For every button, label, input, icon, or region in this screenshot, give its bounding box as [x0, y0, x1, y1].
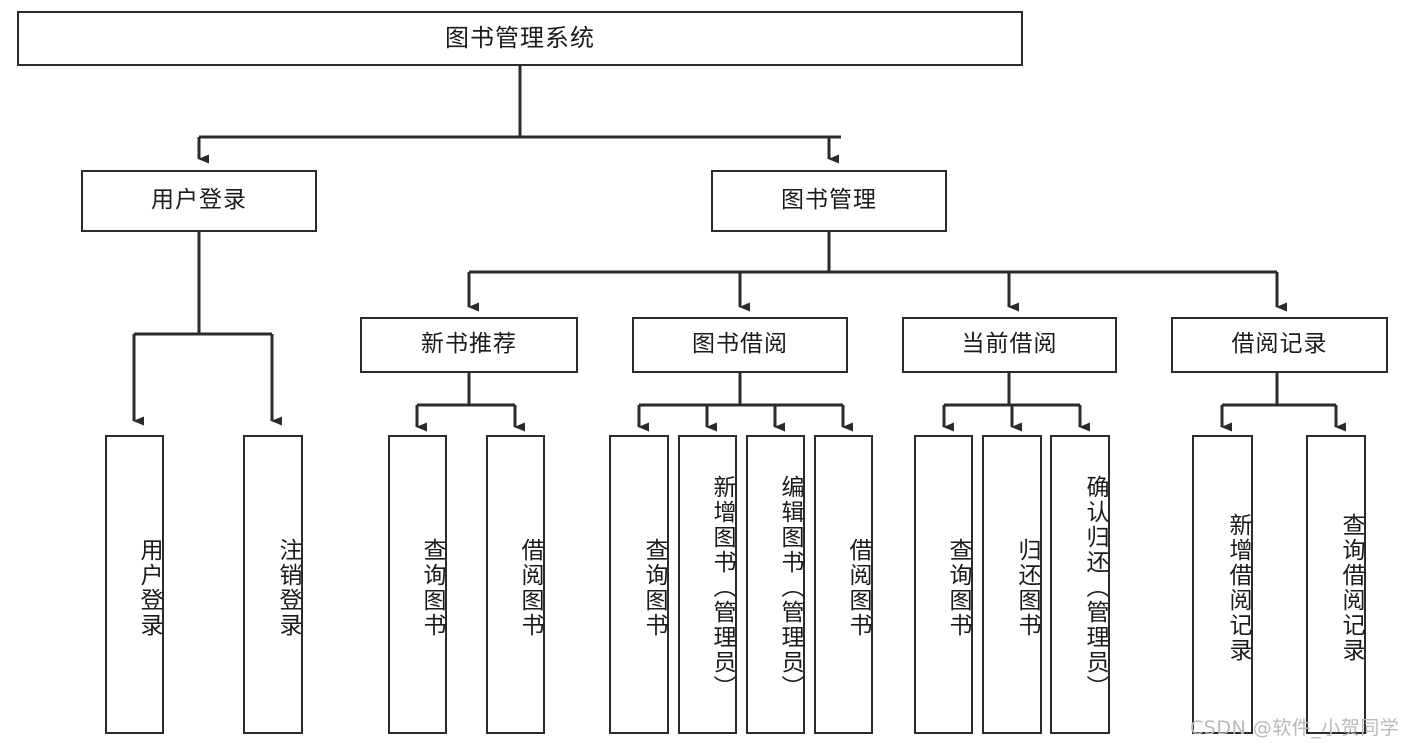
node-label: 归还图书: [1014, 537, 1040, 638]
node-new-book-recommend[interactable]: 新书推荐: [360, 317, 578, 373]
node-leaf-add-record[interactable]: 新增借阅记录: [1192, 435, 1253, 734]
node-label: 图书借阅: [692, 331, 788, 358]
node-leaf-borrow-book-1[interactable]: 借阅图书: [486, 435, 545, 734]
node-label: 查询借阅记录: [1338, 512, 1364, 663]
node-label: 确认归还（管理员）: [1082, 475, 1108, 700]
node-book-management[interactable]: 图书管理: [711, 170, 947, 232]
node-user-login[interactable]: 用户登录: [81, 170, 317, 232]
node-label: 当前借阅: [961, 331, 1058, 358]
node-label: 借阅记录: [1231, 331, 1328, 358]
node-label: 用户登录: [151, 187, 247, 214]
node-label: 借阅图书: [845, 537, 871, 638]
node-label: 图书管理系统: [445, 24, 595, 53]
node-leaf-query-record[interactable]: 查询借阅记录: [1306, 435, 1366, 734]
node-label: 查询图书: [641, 537, 667, 638]
node-book-borrow[interactable]: 图书借阅: [632, 317, 848, 373]
node-label: 新增图书（管理员）: [709, 475, 735, 700]
node-root-book-management-system[interactable]: 图书管理系统: [17, 11, 1023, 66]
node-current-borrow[interactable]: 当前借阅: [902, 317, 1117, 373]
node-label: 查询图书: [419, 537, 445, 638]
node-label: 新增借阅记录: [1225, 512, 1251, 663]
node-leaf-return-book[interactable]: 归还图书: [982, 435, 1042, 734]
node-leaf-query-book-2[interactable]: 查询图书: [609, 435, 669, 734]
node-label: 用户登录: [136, 537, 162, 638]
node-label: 新书推荐: [421, 331, 517, 358]
node-label: 注销登录: [275, 537, 301, 638]
node-leaf-borrow-book-2[interactable]: 借阅图书: [814, 435, 873, 734]
node-borrow-record[interactable]: 借阅记录: [1171, 317, 1388, 373]
node-leaf-edit-book[interactable]: 编辑图书（管理员）: [746, 435, 805, 734]
node-leaf-logout-login[interactable]: 注销登录: [243, 435, 303, 734]
node-leaf-user-login[interactable]: 用户登录: [105, 435, 164, 734]
node-label: 编辑图书（管理员）: [777, 475, 803, 700]
node-leaf-add-book[interactable]: 新增图书（管理员）: [678, 435, 737, 734]
node-label: 借阅图书: [517, 537, 543, 638]
node-leaf-query-book-3[interactable]: 查询图书: [914, 435, 973, 734]
node-leaf-confirm-return[interactable]: 确认归还（管理员）: [1050, 435, 1110, 734]
node-label: 查询图书: [945, 537, 971, 638]
node-label: 图书管理: [781, 187, 877, 214]
node-leaf-query-book-1[interactable]: 查询图书: [388, 435, 447, 734]
